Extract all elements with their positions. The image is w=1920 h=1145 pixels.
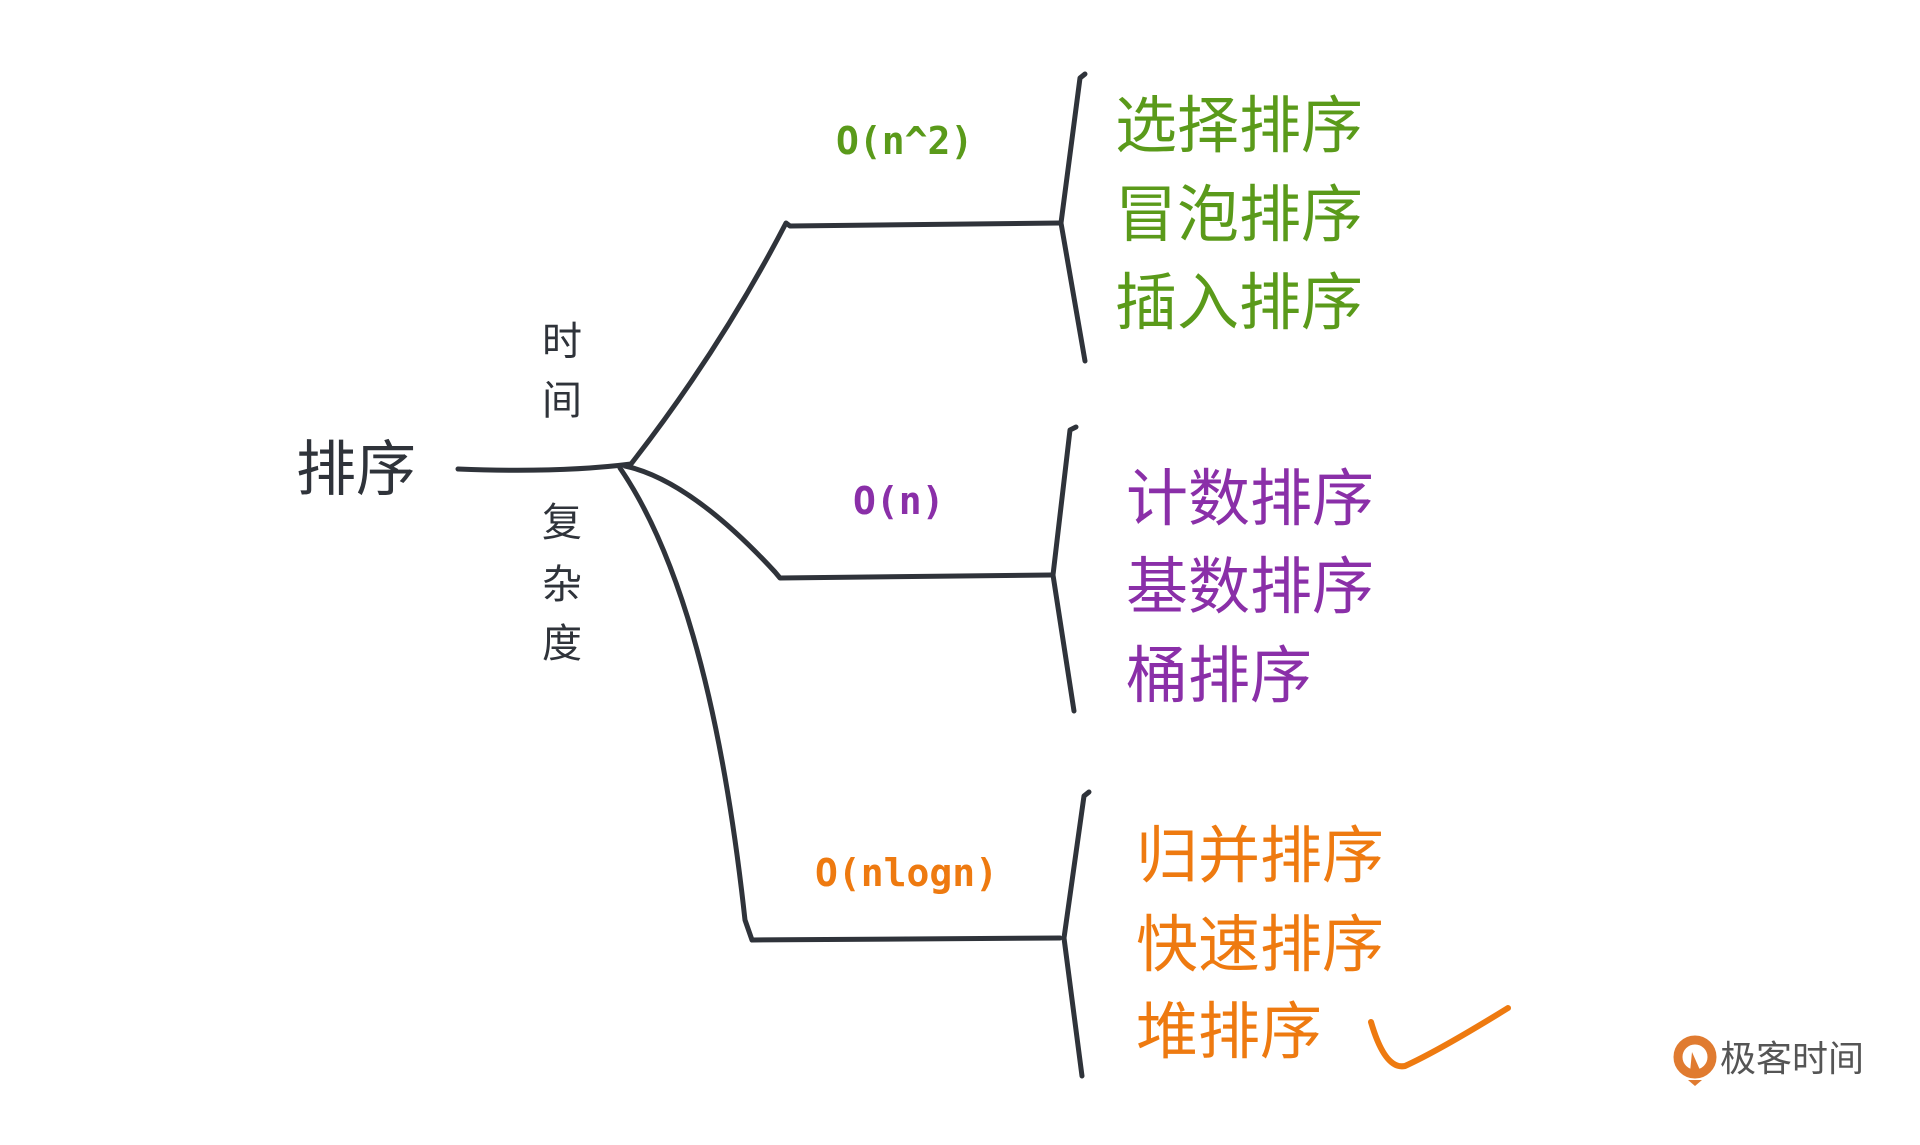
axis-char: 杂 [542, 562, 582, 608]
algorithm-item: 基数排序 [1126, 550, 1374, 623]
complexity-label: O(n) [853, 479, 945, 523]
axis-char: 间 [542, 378, 582, 424]
algorithm-item: 堆排序 [1136, 995, 1322, 1068]
axis-label: 时 间 复 杂 度 [542, 319, 582, 667]
bracket-n2 [1058, 71, 1088, 364]
group-n2: O(n^2) 选择排序 冒泡排序 插入排序 [836, 89, 1363, 339]
root-label: 排序 [296, 435, 416, 505]
algorithm-item: 归并排序 [1136, 819, 1384, 892]
complexity-label: O(nlogn) [815, 851, 998, 895]
group-nlogn: O(nlogn) 归并排序 快速排序 堆排序 [815, 819, 1384, 1068]
geektime-logo: 极客时间 [1673, 1035, 1864, 1086]
complexity-label: O(n^2) [836, 119, 973, 163]
algorithm-item: 计数排序 [1126, 462, 1374, 535]
axis-char: 时 [542, 319, 582, 365]
algorithm-item: 快速排序 [1136, 908, 1384, 981]
branch-line-n2 [628, 220, 1063, 467]
checkmark-icon [1368, 1005, 1511, 1070]
bracket-nlogn [1061, 789, 1092, 1079]
group-n: O(n) 计数排序 基数排序 桶排序 [853, 462, 1374, 712]
branch-line-nlogn [617, 465, 1063, 943]
algorithm-item: 桶排序 [1126, 639, 1312, 712]
algorithm-item: 冒泡排序 [1115, 178, 1363, 251]
root-branch-line [455, 461, 634, 473]
branch-line-n [622, 463, 1054, 581]
algorithm-item: 插入排序 [1115, 266, 1363, 339]
geektime-logo-icon [1673, 1035, 1717, 1086]
algorithm-item: 选择排序 [1115, 89, 1363, 162]
axis-char: 度 [542, 621, 582, 667]
bracket-n [1050, 424, 1079, 714]
logo-text: 极客时间 [1720, 1039, 1864, 1080]
axis-char: 复 [542, 500, 582, 546]
